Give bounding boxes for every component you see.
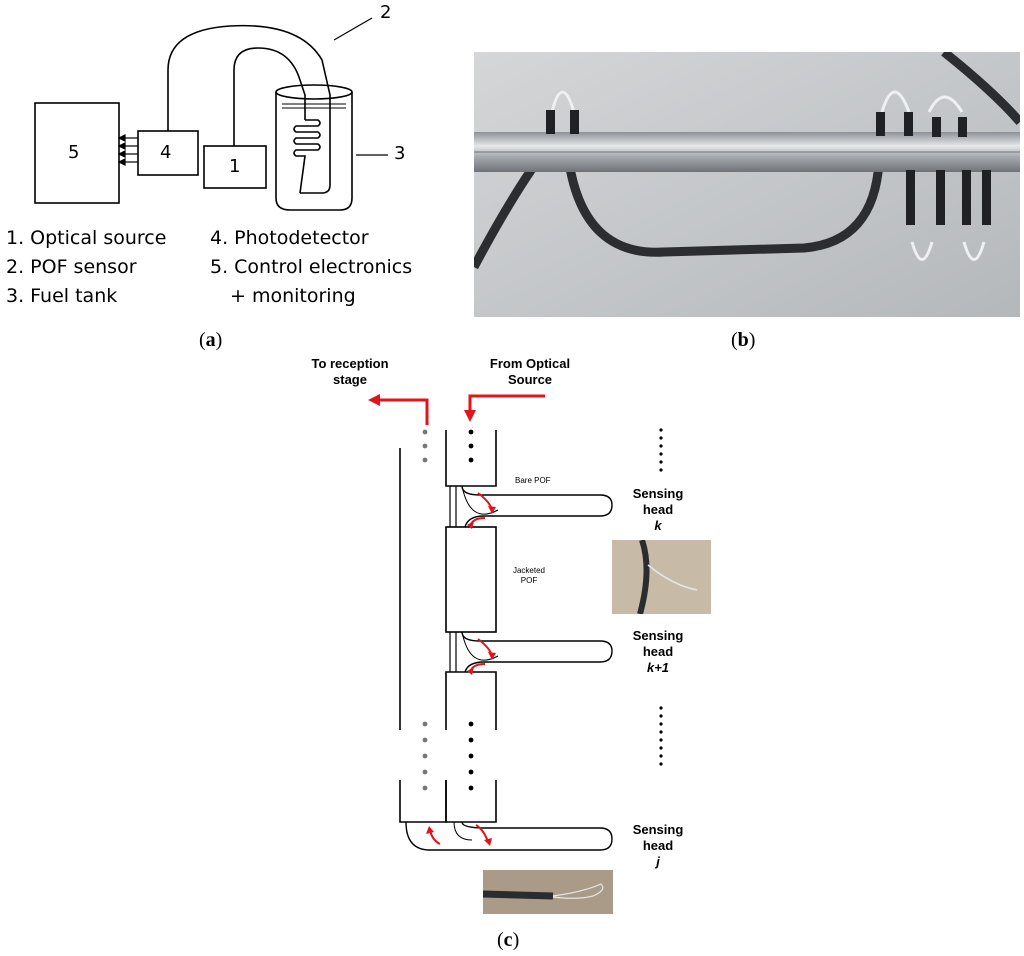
arrow-head-reception — [368, 394, 380, 406]
jacket-block-middle — [445, 526, 497, 633]
sensing-head-loops — [550, 90, 986, 261]
sensing-loop-k1 — [461, 631, 613, 673]
inset-photo-j — [483, 870, 613, 914]
signal-arrows — [117, 134, 138, 166]
block-5-control-electronics — [34, 102, 120, 204]
sensing-head-k1-index: k+1 — [646, 660, 670, 675]
jacketed-pof-line2: POF — [520, 576, 538, 585]
fuel-tank — [275, 84, 353, 211]
from-source-label: From Optical Source — [478, 356, 582, 388]
legend-item-5: 5. Control electronics — [210, 256, 413, 278]
panel-c-diagram — [368, 394, 663, 851]
from-source-line2: Source — [507, 372, 553, 387]
jacketed-pof-label: Jacketed POF — [506, 566, 552, 586]
jacket-sleeves — [546, 110, 991, 225]
black-cable-loop — [564, 161, 884, 257]
loop-arrow-heads — [426, 506, 496, 846]
panel-a-diagram — [34, 17, 388, 211]
to-reception-line2: stage — [333, 372, 367, 387]
pof-sensor-fiber — [167, 24, 331, 194]
sensing-head-k1-label: Sensing head k+1 — [613, 628, 703, 676]
callout-2-label: 2 — [380, 2, 392, 23]
legend-item-3: 3. Fuel tank — [6, 285, 118, 307]
panel-a-letter: a — [205, 329, 216, 351]
lower-ellipsis-dots — [422, 721, 474, 791]
panel-c-letter: c — [503, 929, 513, 951]
sensing-head-k1-line1: Sensing — [632, 628, 684, 643]
sensing-loop-k — [461, 485, 613, 528]
inset-photo-k — [612, 540, 711, 614]
sensing-head-j-label: Sensing head j — [613, 822, 703, 870]
sensing-head-k-index: k — [654, 518, 662, 533]
sensing-loop-j — [405, 821, 613, 851]
sensing-head-k-label: Sensing head k — [613, 486, 703, 534]
from-source-line1: From Optical — [489, 356, 571, 371]
right-ellipsis-top — [659, 428, 663, 472]
legend-item-2: 2. POF sensor — [6, 256, 137, 278]
block-1-label: 1 — [229, 156, 241, 177]
to-reception-label: To reception stage — [298, 356, 402, 388]
panel-c-label: (c) — [497, 929, 520, 951]
right-ellipsis-bottom — [659, 706, 663, 766]
sensing-head-j-line2: head — [642, 838, 674, 853]
panel-b-photo — [474, 52, 1020, 317]
block-5-label: 5 — [68, 142, 80, 163]
callout-3-label: 3 — [394, 143, 406, 164]
sensing-head-k-line2: head — [642, 502, 674, 517]
loop-flow-arrows — [429, 492, 493, 845]
panel-a-label: (a) — [199, 329, 223, 351]
block-4-label: 4 — [160, 142, 172, 163]
legend-item-5-cont: + monitoring — [230, 285, 356, 307]
bare-pof-label: Bare POF — [515, 476, 551, 485]
jacket-block-top — [445, 430, 497, 487]
panel-b-label: (b) — [731, 329, 756, 351]
sensing-head-j-line1: Sensing — [632, 822, 684, 837]
callout-2 — [333, 17, 373, 41]
flow-arrows-top — [378, 394, 545, 425]
block-1-optical-source — [203, 145, 267, 189]
legend-item-4: 4. Photodetector — [210, 227, 369, 249]
sensing-head-k-line1: Sensing — [632, 486, 684, 501]
bare-fiber-verticals — [449, 486, 457, 672]
end-block-left — [399, 780, 447, 823]
end-block-right — [445, 780, 497, 823]
jacket-block-lower — [445, 671, 497, 730]
panel-b-letter: b — [737, 329, 749, 351]
black-cable-right — [941, 52, 1020, 125]
sensing-head-k1-line2: head — [642, 644, 674, 659]
top-ellipsis-dots — [422, 429, 474, 463]
legend-item-1: 1. Optical source — [6, 227, 167, 249]
jacketed-pof-line1: Jacketed — [512, 566, 546, 575]
to-reception-line1: To reception — [311, 356, 389, 371]
sensing-head-j-index: j — [656, 854, 660, 869]
arrow-head-source — [464, 410, 476, 422]
